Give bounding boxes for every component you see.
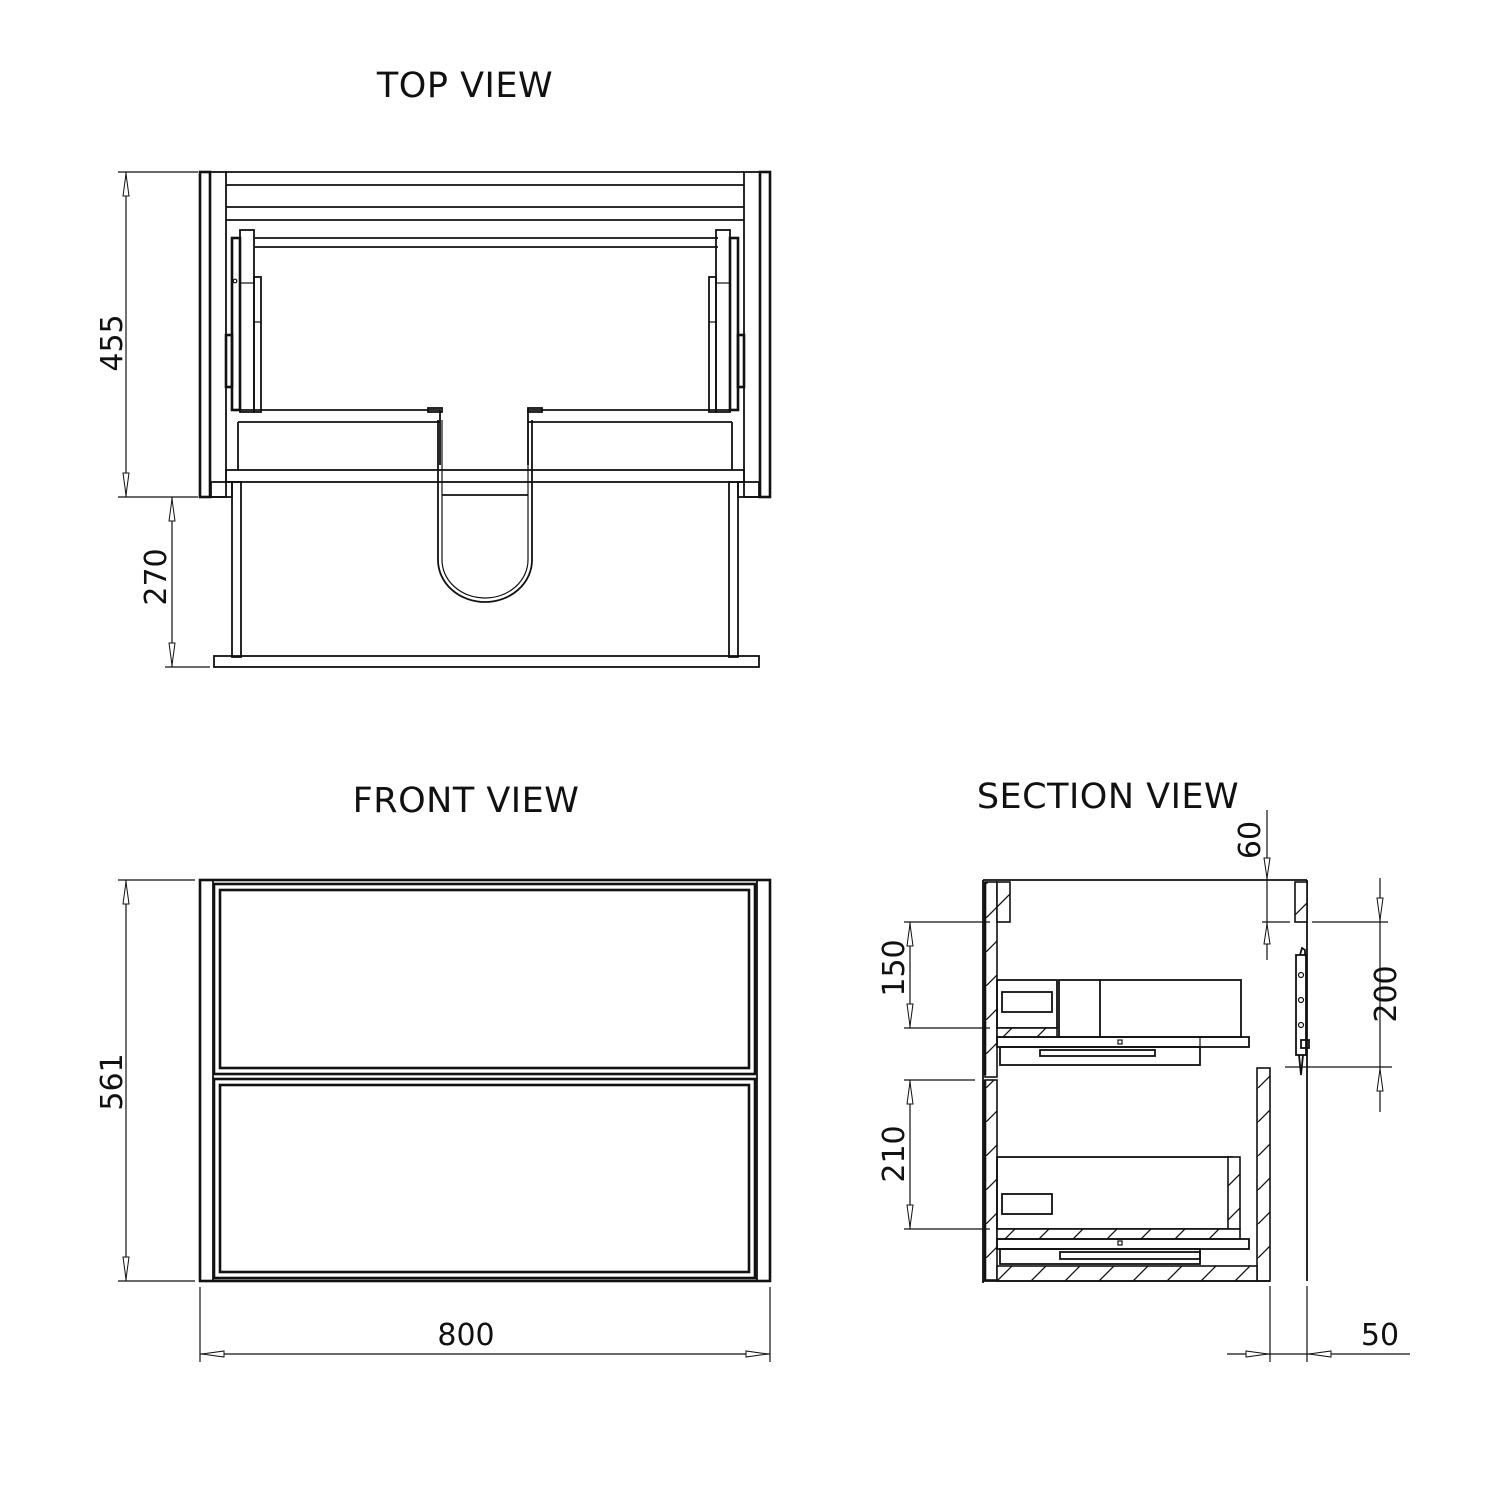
left-side-panel: [198, 170, 212, 499]
top-view: TOP VIEW: [95, 66, 772, 668]
left-leg: [231, 481, 242, 658]
dimension-561: 561: [95, 1053, 130, 1110]
dimension-455: 455: [95, 314, 130, 371]
bottom-drawer-box: [996, 1156, 1233, 1230]
right-side-panel: [758, 170, 772, 499]
drawer-right-section: [527, 409, 738, 465]
left-runner: [239, 229, 255, 413]
right-leg: [728, 481, 739, 658]
top-view-title: TOP VIEW: [376, 66, 553, 106]
dimension-50: 50: [1361, 1318, 1399, 1353]
dimension-800: 800: [437, 1318, 494, 1353]
wall-bracket: [1295, 954, 1307, 1056]
bottom-drawer-front: [212, 1077, 757, 1280]
bottom-drawer-front-section: [984, 1079, 998, 1281]
front-view: FRONT VIEW 561 800: [95, 781, 772, 1362]
back-panel-section: [1256, 1067, 1271, 1282]
basin-cutout: [437, 420, 533, 603]
dimension-200: 200: [1369, 965, 1404, 1022]
countertop-edge: [213, 655, 760, 668]
section-view: SECTION VIEW: [877, 777, 1410, 1362]
top-drawer-front-section: [984, 881, 998, 1078]
top-drawer-front: [212, 882, 757, 1076]
top-drawer-box: [1058, 979, 1242, 1038]
back-top-rail: [1294, 881, 1308, 923]
carcass-bottom-section: [996, 1265, 1258, 1282]
bottom-runner: [996, 1238, 1250, 1250]
top-runner: [996, 1036, 1250, 1048]
front-top-rail: [996, 881, 1011, 923]
drawer-left-section: [232, 409, 441, 465]
section-view-title: SECTION VIEW: [977, 777, 1239, 817]
dimension-270: 270: [139, 548, 174, 605]
right-panel-inner: [743, 171, 761, 498]
front-view-title: FRONT VIEW: [353, 781, 580, 821]
dimension-150: 150: [877, 939, 912, 996]
dimension-60: 60: [1233, 821, 1268, 859]
left-panel-inner: [209, 171, 227, 498]
dimension-210: 210: [877, 1125, 912, 1182]
cabinet-outline: [198, 878, 772, 1283]
front-cross-rail: [225, 469, 745, 483]
right-runner: [715, 229, 731, 413]
